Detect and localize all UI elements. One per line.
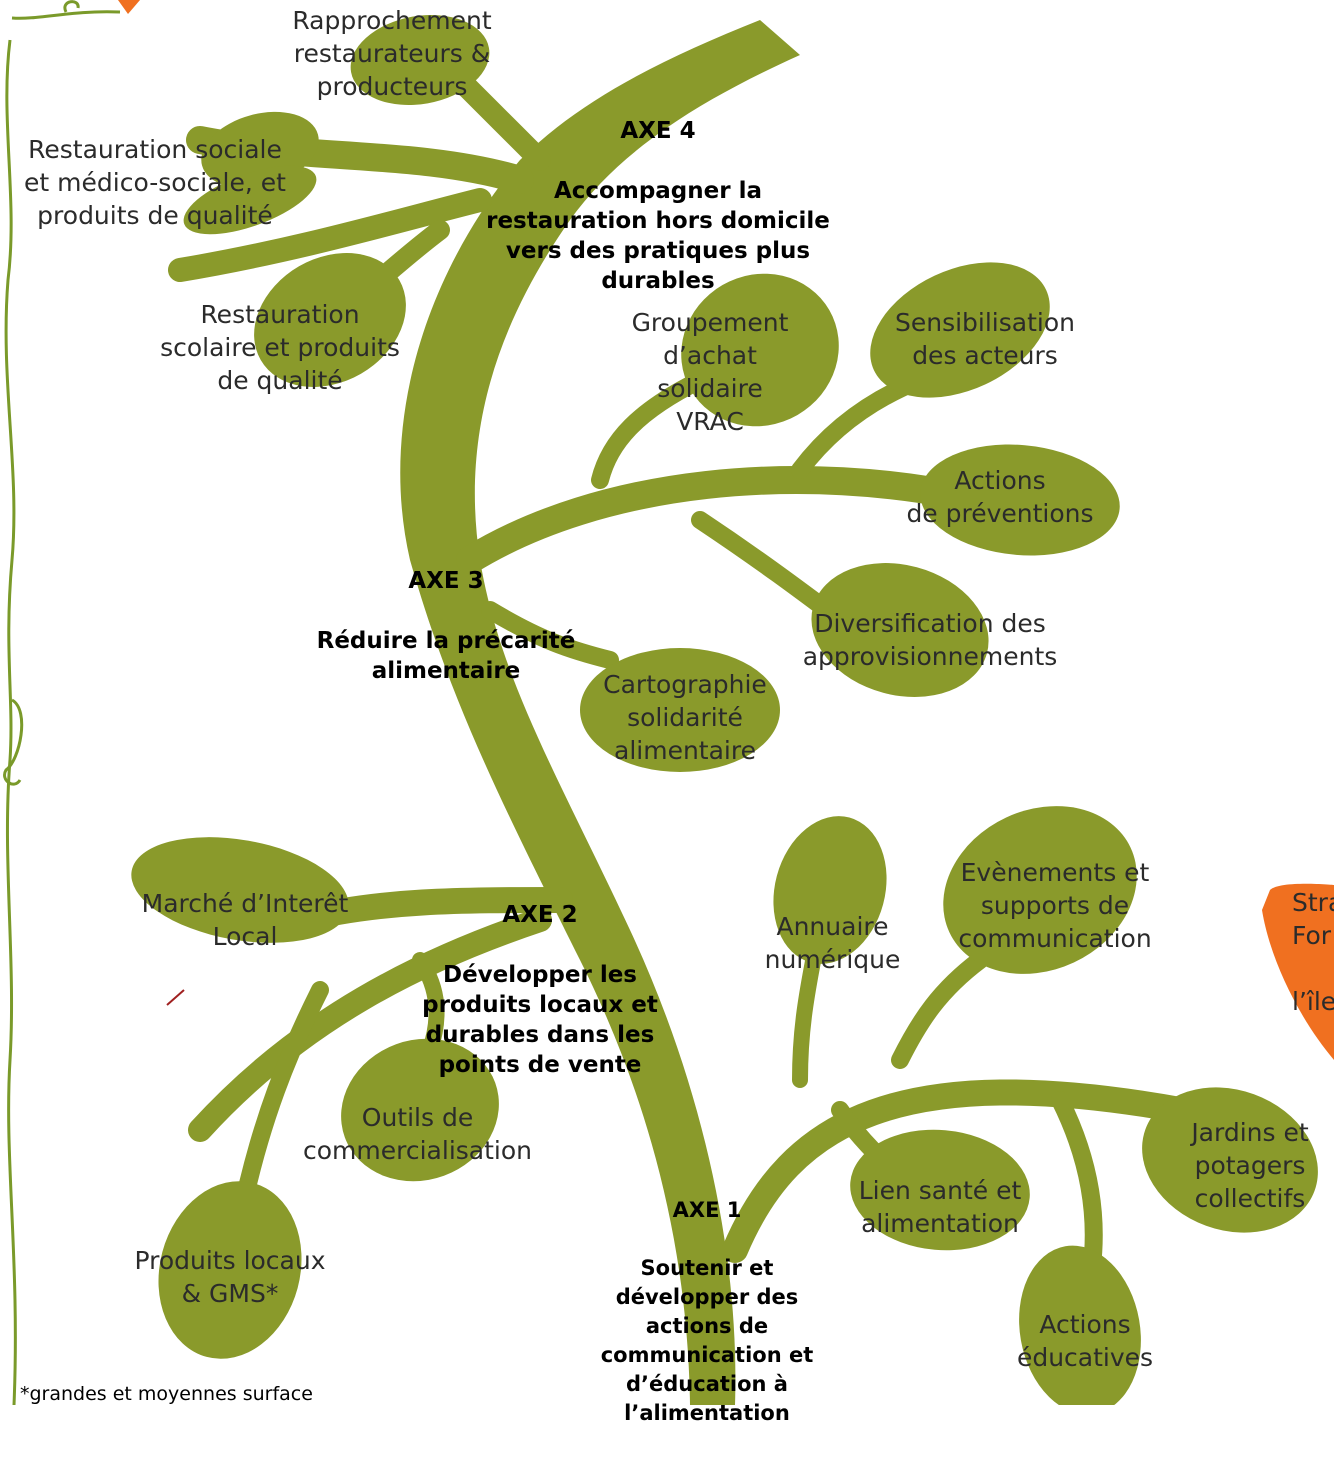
axe4-label: AXE 4 Accompagner la restauration hors d… (472, 86, 844, 326)
leaf-label: Rapprochement restaurateurs & producteur… (292, 6, 492, 101)
axe1-label: AXE 1 Soutenir et développer des actions… (582, 1167, 832, 1457)
leaf-label: Produits locaux & GMS* (134, 1246, 326, 1308)
leaf-label: Sensibilisation des acteurs (894, 308, 1075, 370)
orange-text-line1: Stra (1292, 888, 1334, 917)
orange-leaf (1262, 883, 1334, 1060)
orange-text-line3: l’île (1292, 987, 1334, 1016)
leaf-label: Actions éducatives (1016, 1310, 1154, 1372)
axe4-title: AXE 4 (620, 118, 696, 144)
leaf-label: Groupement d’achat solidaire VRAC (631, 308, 789, 436)
leaf-label: Actions de préventions (906, 466, 1094, 528)
leaf-label: Restauration scolaire et produits de qua… (160, 300, 400, 395)
leaf-label: Diversification des approvisionnements (802, 609, 1058, 671)
vine-loop (3, 698, 24, 786)
axe2-subtitle: Développer les produits locaux et durabl… (422, 962, 658, 1078)
vine-border (4, 39, 17, 1405)
axe3-title: AXE 3 (408, 568, 484, 594)
leaf-label: Marché d’Interêt Local (141, 889, 349, 951)
leaf-label: Outils de commercialisation (303, 1103, 532, 1165)
leaf-label: Annuaire numérique (764, 912, 901, 974)
axe4-subtitle: Accompagner la restauration hors domicil… (486, 178, 830, 294)
vine-curl (11, 0, 121, 20)
leaves (131, 14, 1318, 1405)
axe3-label: AXE 3 Réduire la précarité alimentaire (300, 536, 592, 716)
footnote: *grandes et moyennes surface (20, 1383, 313, 1405)
leaf-label: Cartographie solidarité alimentaire (603, 670, 767, 765)
stray-mark (166, 989, 185, 1006)
axe2-title: AXE 2 (502, 902, 578, 928)
axe3-subtitle: Réduire la précarité alimentaire (316, 628, 576, 684)
trunk (400, 20, 800, 1405)
tree-diagram (3, 0, 1334, 1405)
axe2-label: AXE 2 Développer les produits locaux et … (400, 870, 680, 1110)
axe1-title: AXE 1 (672, 1198, 742, 1222)
leaf-label: Lien santé et alimentation (858, 1176, 1022, 1238)
orange-mark-top (118, 0, 140, 14)
leaf-label: Restauration sociale et médico-sociale, … (24, 135, 286, 230)
orange-text-line2: For (1292, 921, 1332, 950)
leaf-label: Jardins et potagers collectifs (1191, 1118, 1309, 1213)
leaf-label: Evènements et supports de communication (958, 858, 1152, 953)
axe1-subtitle: Soutenir et développer des actions de co… (600, 1256, 814, 1425)
